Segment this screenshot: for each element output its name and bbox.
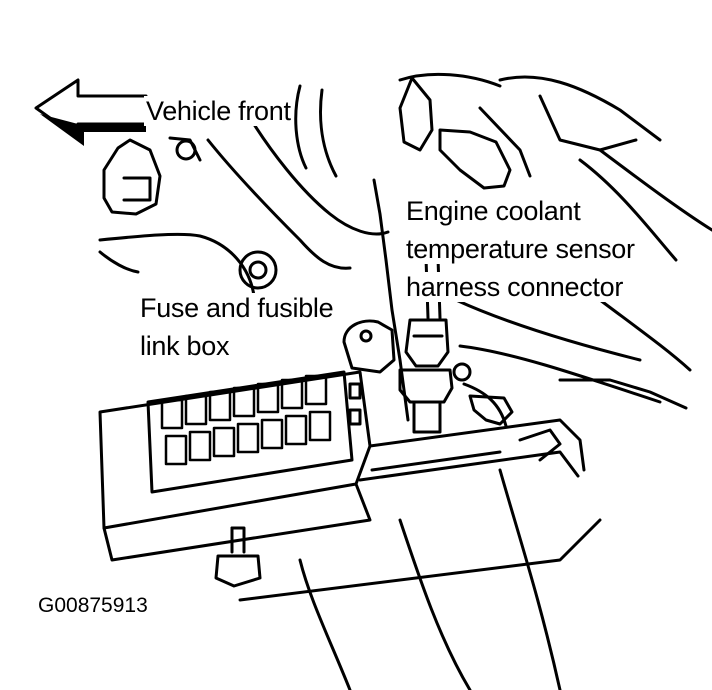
upper-hose — [206, 84, 390, 270]
engine-boss — [238, 250, 278, 290]
ect-sensor-label-line1: Engine coolant — [404, 196, 583, 226]
fuse-slots — [160, 374, 332, 466]
right-hose — [454, 148, 712, 404]
vehicle-front-label: Vehicle front — [144, 96, 293, 126]
ect-sensor-label-line2: temperature sensor — [404, 234, 637, 264]
arrow-left-icon — [34, 78, 148, 146]
bolt — [214, 526, 262, 588]
lower-housing — [238, 418, 602, 690]
upper-left-bracket — [102, 136, 202, 216]
fuse-box-label-line1: Fuse and fusible — [138, 293, 336, 323]
ect-sensor-label-line3: harness connector — [404, 272, 626, 302]
fuse-box-label-line2: link box — [138, 331, 232, 361]
mid-bracket — [342, 319, 396, 374]
fuse-box — [98, 370, 372, 562]
figure-id: G00875913 — [38, 594, 148, 617]
